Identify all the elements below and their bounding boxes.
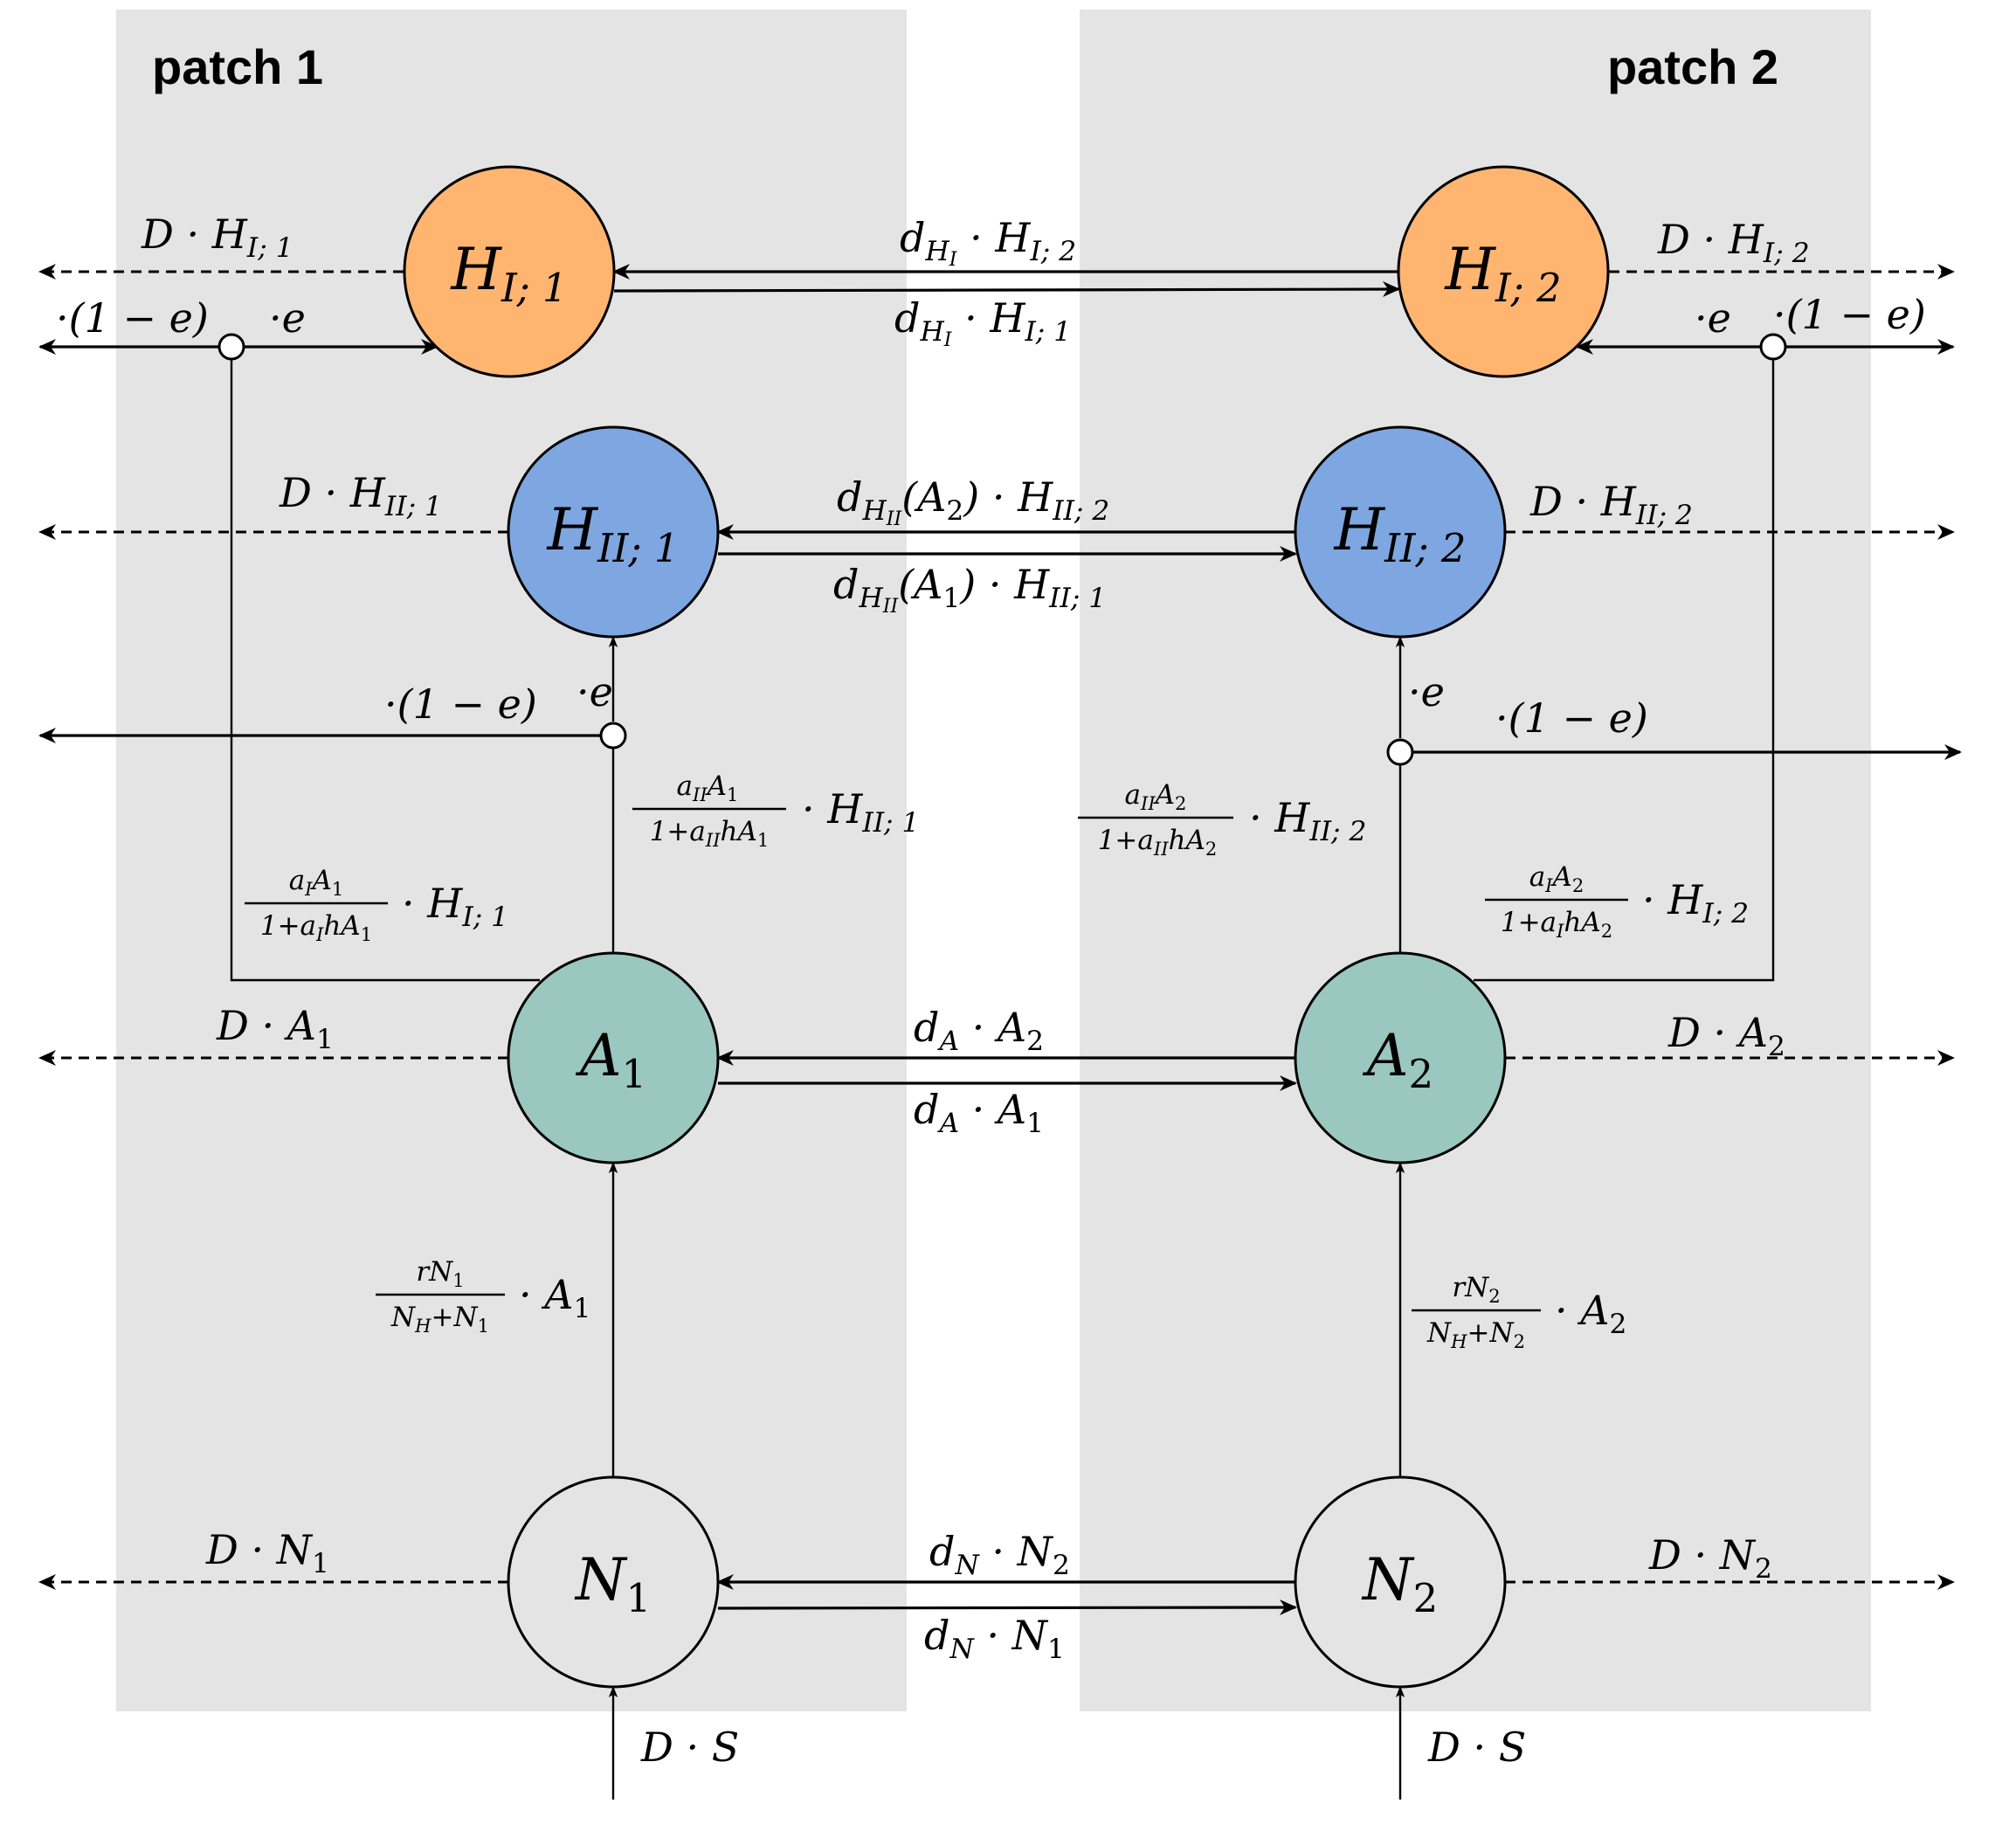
node-HII1: HII; 1	[507, 425, 720, 639]
label-efficiency-HII1-gain: ·e	[576, 668, 613, 715]
node-N1-label: N1	[574, 1546, 651, 1621]
node-N2-circle	[1294, 1475, 1507, 1689]
label-dispersal-N-1-to-2: dN · N1	[924, 1612, 1065, 1665]
node-HI2-label: HI; 2	[1444, 236, 1561, 311]
node-HII1-circle	[507, 425, 720, 639]
label-efficiency-HII1-loss: ·(1 − e)	[384, 681, 537, 728]
label-growth-1: rN1 NH+N1 · A1	[376, 1256, 590, 1337]
dispersal-arrow-HI-1-to-2	[613, 281, 1400, 298]
node-N2-label: N2	[1361, 1546, 1438, 1621]
node-HI1-circle	[403, 165, 616, 378]
node-HII2-circle	[1294, 425, 1507, 639]
label-dispersal-N-2-to-1: dN · N2	[929, 1528, 1070, 1581]
node-HI2-circle	[1397, 165, 1610, 378]
patch-1-title: patch 1	[152, 39, 323, 94]
label-grazing-I2: aIA2 1+aIhA2 · HI; 2	[1485, 861, 1749, 942]
node-A1: A1	[507, 951, 720, 1164]
label-loss-HI2: D · HI; 2	[1657, 216, 1810, 269]
node-N2: N2	[1294, 1475, 1507, 1689]
label-efficiency-HI1-gain: ·e	[269, 294, 306, 342]
label-efficiency-HII2-gain: ·e	[1408, 668, 1445, 715]
patch-2-title: patch 2	[1607, 39, 1778, 94]
label-loss-N1: D · N1	[205, 1526, 329, 1579]
growth-1-denominator: NH+N1	[390, 1302, 489, 1337]
node-N1-circle	[507, 1475, 720, 1689]
grazing-II1-numerator: aIIA1	[677, 770, 739, 805]
grazing-II2-tail: · HII; 2	[1249, 794, 1366, 847]
junction-HII1	[599, 722, 627, 750]
node-HI2: HI; 2	[1397, 165, 1610, 378]
label-growth-2: rN2 NH+N2 · A2	[1412, 1272, 1626, 1352]
junction-HI2	[1759, 333, 1787, 361]
grazing-II2-numerator: aIIA2	[1125, 779, 1187, 814]
label-dispersal-HII-1-to-2: dHII(A1) · HII; 1	[833, 561, 1106, 618]
node-HII2: HII; 2	[1294, 425, 1507, 639]
growth-1-numerator: rN1	[416, 1256, 464, 1291]
label-loss-A1: D · A1	[216, 1002, 334, 1055]
label-efficiency-HII2-loss: ·(1 − e)	[1495, 694, 1648, 742]
label-grazing-I1: aIA1 1+aIhA1 · HI; 1	[245, 865, 508, 945]
junction-HII2	[1386, 738, 1414, 766]
label-dispersal-A-2-to-1: dA · A2	[914, 1004, 1044, 1057]
label-supply-1: D · S	[640, 1724, 739, 1771]
grazing-I-line-2	[1474, 359, 1775, 982]
node-A1-label: A1	[575, 1022, 646, 1097]
label-efficiency-HI2-gain: ·e	[1695, 294, 1731, 342]
label-supply-2: D · S	[1427, 1724, 1526, 1771]
growth-1-tail: · A1	[519, 1271, 590, 1324]
label-dispersal-A-1-to-2: dA · A1	[914, 1086, 1044, 1139]
node-HI1-label: HI; 1	[450, 236, 567, 311]
growth-2-numerator: rN2	[1452, 1272, 1500, 1307]
node-HI1: HI; 1	[403, 165, 616, 378]
grazing-I2-denominator: 1+aIhA2	[1501, 907, 1612, 942]
growth-2-denominator: NH+N2	[1426, 1317, 1525, 1352]
label-loss-HII2: D · HII; 2	[1529, 478, 1693, 531]
grazing-I1-tail: · HI; 1	[402, 880, 508, 933]
dispersal-arrow-N-1-to-2	[717, 1600, 1297, 1616]
node-HII2-label: HII; 2	[1334, 496, 1467, 571]
grazing-II1-tail: · HII; 1	[802, 785, 919, 839]
node-N1: N1	[507, 1475, 720, 1689]
label-loss-HI1: D · HI; 1	[141, 211, 293, 264]
label-dispersal-HII-2-to-1: dHII(A2) · HII; 2	[837, 473, 1109, 530]
grazing-I2-tail: · HI; 2	[1642, 876, 1749, 929]
growth-2-tail: · A2	[1555, 1287, 1626, 1340]
node-A1-circle	[507, 951, 720, 1164]
node-A2-circle	[1294, 951, 1507, 1164]
grazing-I2-numerator: aIA2	[1529, 861, 1584, 896]
label-loss-HII1: D · HII; 1	[279, 469, 442, 522]
node-HII1-label: HII; 1	[547, 496, 680, 571]
grazing-I-line-1	[230, 359, 540, 982]
grazing-II1-denominator: 1+aIIhA1	[650, 816, 770, 851]
grazing-I1-numerator: aIA1	[289, 865, 344, 900]
junction-HI1	[217, 333, 245, 361]
node-A2: A2	[1294, 951, 1507, 1164]
label-grazing-II1: aIIA1 1+aIIhA1 · HII; 1	[632, 770, 919, 851]
label-dispersal-HI-2-to-1: dHI · HI; 2	[900, 214, 1076, 271]
label-efficiency-HI2-loss: ·(1 − e)	[1773, 291, 1926, 338]
label-loss-N2: D · N2	[1648, 1531, 1772, 1585]
label-grazing-II2: aIIA2 1+aIIhA2 · HII; 2	[1078, 779, 1366, 860]
label-efficiency-HI1-loss: ·(1 − e)	[56, 294, 209, 342]
grazing-II2-denominator: 1+aIIhA2	[1098, 825, 1218, 860]
node-A2-label: A2	[1362, 1022, 1433, 1097]
label-dispersal-HI-1-to-2: dHI · HI; 1	[894, 294, 1071, 351]
grazing-I1-denominator: 1+aIhA1	[260, 910, 372, 945]
label-loss-A2: D · A2	[1667, 1009, 1785, 1062]
